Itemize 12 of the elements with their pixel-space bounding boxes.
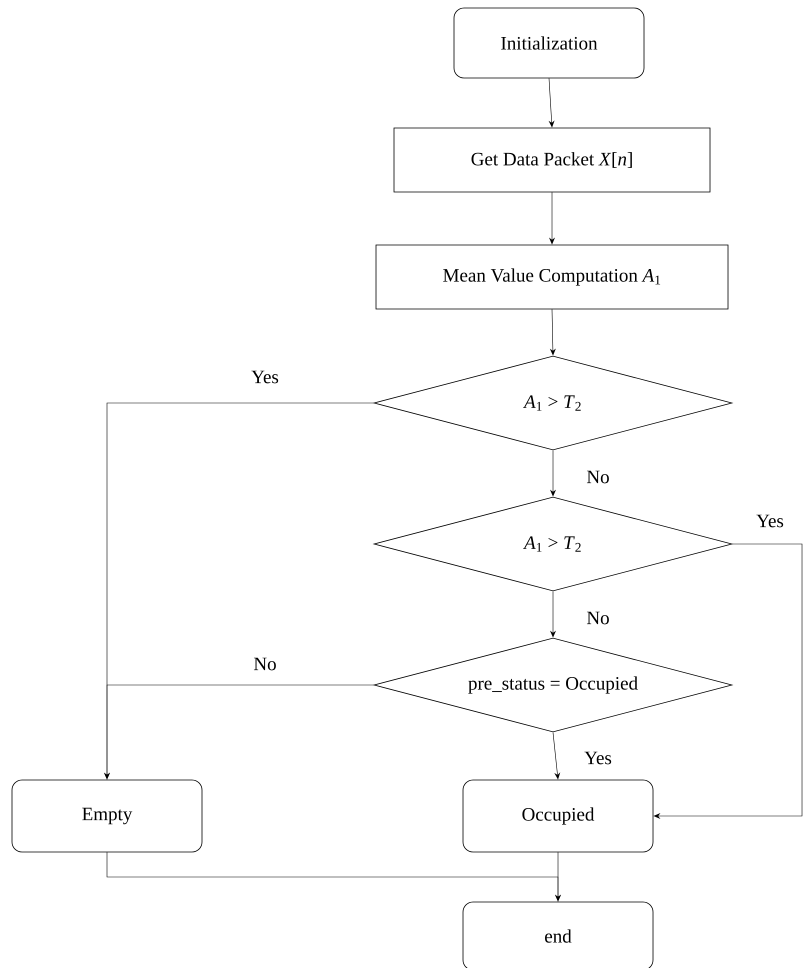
edge-label: No xyxy=(585,470,611,484)
edge-label: Yes xyxy=(250,370,280,384)
edge-label: No xyxy=(585,610,611,626)
process-box: Mean Value Computation A$_{1}$ xyxy=(376,244,728,310)
terminal-box: Occupied xyxy=(462,780,654,852)
terminal-box: end xyxy=(462,902,654,968)
terminal-box: Initialization xyxy=(454,8,644,78)
edge-label: No xyxy=(252,656,278,672)
edge-label: Yes xyxy=(755,514,785,528)
edge-label: Yes xyxy=(583,750,613,766)
process-box: Get Data Packet X[n] xyxy=(394,128,710,192)
terminal-box: Empty xyxy=(12,780,202,852)
